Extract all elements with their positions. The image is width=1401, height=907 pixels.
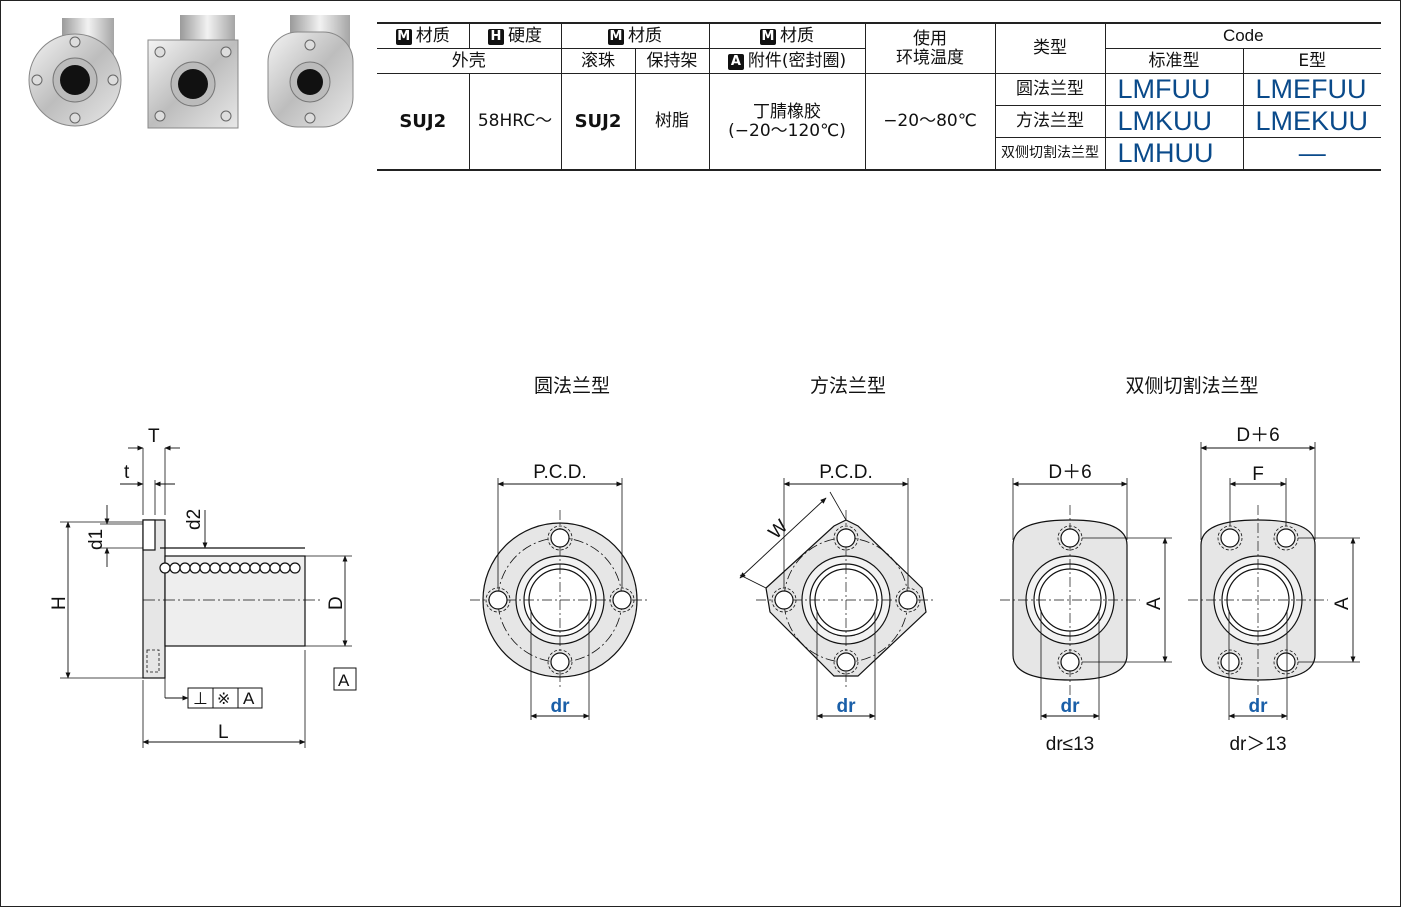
cut-dr-large: dr — [1249, 696, 1269, 717]
dim-t: t — [124, 462, 130, 483]
code-standard: LMFUU — [1104, 73, 1244, 106]
technical-drawing: T t d2 d1 H D A L ⊥ ※ A 圆法兰型 P.C.D. dr — [49, 375, 1360, 755]
round-dr: dr — [551, 696, 571, 717]
cut-f: F — [1252, 464, 1264, 485]
side-view-labels: T t d2 d1 H D A L ⊥ ※ A — [49, 426, 350, 743]
cut-d6-large: D＋6 — [1236, 425, 1279, 446]
cut-title: 双侧切割法兰型 — [1125, 375, 1258, 397]
hdr-code: Code — [1104, 22, 1382, 49]
val-shell-material: SUJ2 — [377, 73, 470, 171]
round-flange-photo — [28, 18, 122, 127]
hdr-standard: 标准型 — [1104, 48, 1244, 74]
square-pcd: P.C.D. — [819, 462, 873, 483]
code-e-type: LMEFUU — [1242, 73, 1382, 106]
cut-flange-view-small — [1000, 478, 1172, 720]
row-type: 双侧切割法兰型 — [995, 137, 1106, 171]
row-type: 圆法兰型 — [994, 73, 1106, 106]
side-view — [60, 445, 357, 748]
hdr-env-temp: 使用环境温度 — [864, 22, 996, 74]
cut-d6-small: D＋6 — [1048, 462, 1091, 483]
tol-mark: ※ — [217, 691, 230, 708]
square-flange-view — [739, 478, 936, 720]
dim-D: D — [326, 596, 347, 610]
code-e-type: LMEKUU — [1242, 105, 1382, 138]
row-type: 方法兰型 — [995, 105, 1106, 138]
hdr-e-type: E型 — [1242, 48, 1382, 74]
dim-d2: d2 — [184, 509, 205, 530]
hdr-ball: 滚珠 — [560, 48, 636, 74]
val-shell-hardness: 58HRC～ — [468, 73, 562, 171]
hdr-type: 类型 — [994, 22, 1106, 74]
val-retainer: 树脂 — [634, 73, 710, 171]
dim-H: H — [49, 596, 70, 610]
square-dr: dr — [837, 696, 857, 717]
product-photos — [28, 15, 354, 129]
dim-d1: d1 — [86, 529, 107, 550]
cut-flange-photo — [267, 15, 354, 128]
round-flange-view — [470, 478, 650, 720]
val-env-temp: −20～80℃ — [864, 73, 996, 171]
datum-A: A — [338, 671, 350, 690]
hdr-retainer: 保持架 — [634, 48, 710, 74]
cut-dr-small: dr — [1061, 696, 1081, 717]
val-seal: 丁腈橡胶(−20～120℃) — [708, 73, 866, 171]
cut-cond-large: dr＞13 — [1229, 734, 1286, 755]
tol-ref: A — [243, 689, 255, 708]
round-title: 圆法兰型 — [534, 375, 610, 397]
cut-a-large: A — [1332, 597, 1353, 610]
dim-L: L — [218, 722, 229, 743]
dim-T: T — [148, 426, 160, 447]
code-standard: LMKUU — [1104, 105, 1244, 138]
square-flange-photo — [147, 15, 239, 129]
cut-cond-small: dr≤13 — [1046, 734, 1094, 755]
round-pcd: P.C.D. — [533, 462, 587, 483]
ball-row — [159, 562, 301, 574]
hdr-shell: 外壳 — [377, 48, 562, 74]
tol-perp: ⊥ — [193, 689, 208, 708]
square-w: W — [765, 516, 793, 544]
cut-a-small: A — [1144, 597, 1165, 610]
cut-flange-view-large — [1188, 442, 1360, 720]
val-ball-material: SUJ2 — [560, 73, 636, 171]
code-standard: LMHUU — [1104, 137, 1244, 171]
square-title: 方法兰型 — [810, 375, 886, 397]
code-e-type: — — [1242, 137, 1382, 171]
